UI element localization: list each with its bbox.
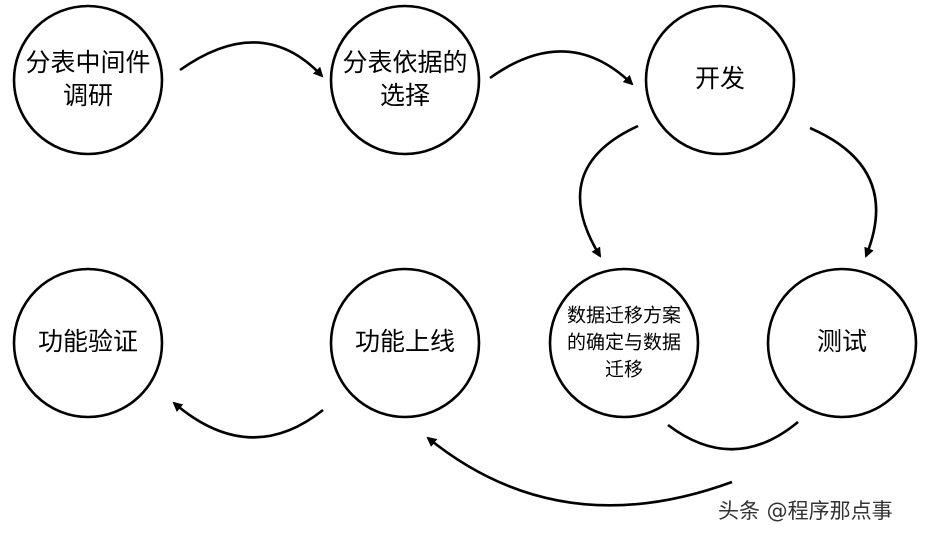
node-dev: 开发 [644,4,796,156]
node-verify-label: 功能验证 [38,327,138,356]
node-basis: 分表依据的 选择 [329,4,481,156]
node-dev-label: 开发 [695,64,745,93]
node-research-line-1: 分表中间件 [25,48,150,77]
node-migration: 数据迁移方案 的确定与数据 迁移 [548,267,700,419]
node-basis-line-2: 选择 [380,81,430,110]
arrow-to-launch [426,436,733,507]
node-launch: 功能上线 [329,267,481,419]
node-verify: 功能验证 [12,267,164,419]
arrow-dev-to-migration [578,124,639,258]
arrow-dev-to-test [809,126,878,258]
node-launch-label: 功能上线 [355,327,455,356]
arrow-research-to-basis [179,41,324,78]
node-migration-line-1: 数据迁移方案 [567,305,681,327]
node-research: 分表中间件 调研 [12,4,164,156]
node-test: 测试 [766,267,918,419]
node-research-line-2: 调研 [63,81,113,110]
node-migration-line-3: 迁移 [605,359,643,381]
arrow-migration-test-join [667,420,799,451]
arrow-launch-to-verify [172,401,324,439]
node-test-label: 测试 [817,327,867,356]
arrow-basis-to-dev [489,50,634,86]
watermark-text: 头条 @程序那点事 [718,499,893,523]
node-basis-line-1: 分表依据的 [342,48,467,77]
node-migration-line-2: 的确定与数据 [567,332,681,354]
